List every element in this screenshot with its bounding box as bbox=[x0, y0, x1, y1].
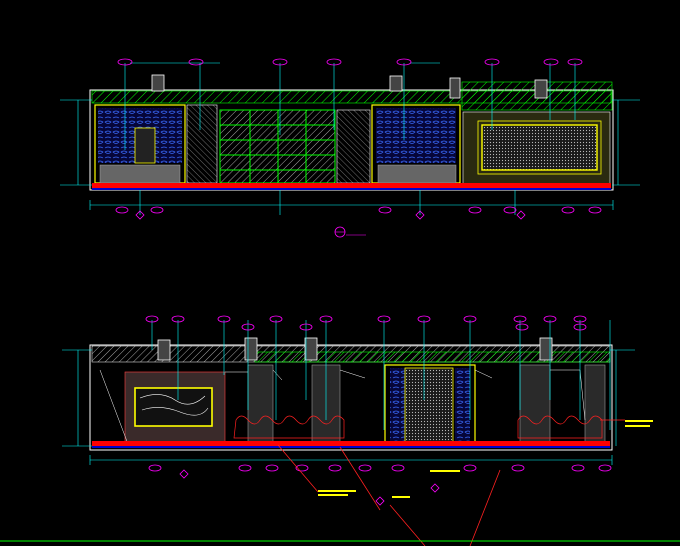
column bbox=[519, 364, 551, 446]
vent-stack bbox=[449, 77, 461, 99]
dim-sides-b bbox=[62, 349, 635, 447]
vent-stack bbox=[151, 74, 165, 92]
cabinet-base bbox=[377, 164, 457, 184]
vent-stack bbox=[244, 337, 258, 361]
ornament-panel bbox=[390, 368, 405, 443]
display-sketch bbox=[139, 394, 206, 405]
tag-markers-top[interactable] bbox=[117, 58, 583, 66]
vent-stack bbox=[534, 79, 548, 99]
dim-left bbox=[60, 99, 640, 186]
note-leaders bbox=[277, 419, 625, 546]
feature-panel bbox=[481, 124, 598, 171]
vent-stack bbox=[389, 75, 403, 92]
elevation-a[interactable] bbox=[60, 58, 640, 238]
display-frame bbox=[134, 387, 213, 427]
leaders-top bbox=[124, 62, 576, 150]
tag-markers-top-b[interactable] bbox=[145, 315, 587, 331]
tag-markers-bottom-b[interactable] bbox=[148, 464, 612, 506]
ornament-panel bbox=[376, 108, 456, 163]
vent-stack bbox=[157, 339, 171, 361]
perspective-lines bbox=[99, 369, 586, 445]
floor-line-b bbox=[92, 441, 610, 446]
glazing-grid bbox=[219, 109, 336, 184]
column bbox=[247, 364, 274, 446]
seating-outline bbox=[517, 415, 603, 439]
note-text-blocks bbox=[318, 420, 653, 498]
elevation-b-outline bbox=[89, 344, 613, 451]
display-sketch bbox=[141, 407, 209, 416]
dim-bottom-a bbox=[89, 190, 614, 215]
ornament-panel bbox=[455, 368, 470, 443]
floor-line bbox=[92, 183, 611, 188]
column-hatch bbox=[186, 104, 218, 184]
cabinet-base bbox=[99, 164, 181, 184]
base-line-b bbox=[92, 446, 610, 448]
tag-markers-bottom-a[interactable] bbox=[115, 206, 602, 220]
seating-outline bbox=[233, 415, 345, 439]
vent-stack bbox=[304, 337, 318, 361]
base-line bbox=[92, 188, 611, 190]
dim-bottom-b bbox=[89, 455, 613, 465]
column-hatch bbox=[336, 109, 371, 184]
door-opening bbox=[134, 127, 156, 164]
leaders-bottom bbox=[151, 320, 611, 430]
elevation-b[interactable] bbox=[62, 315, 653, 546]
elevation-a-title bbox=[334, 226, 366, 238]
feature-panel-frame bbox=[477, 120, 602, 175]
center-door bbox=[404, 367, 454, 444]
vent-stack bbox=[539, 337, 553, 361]
